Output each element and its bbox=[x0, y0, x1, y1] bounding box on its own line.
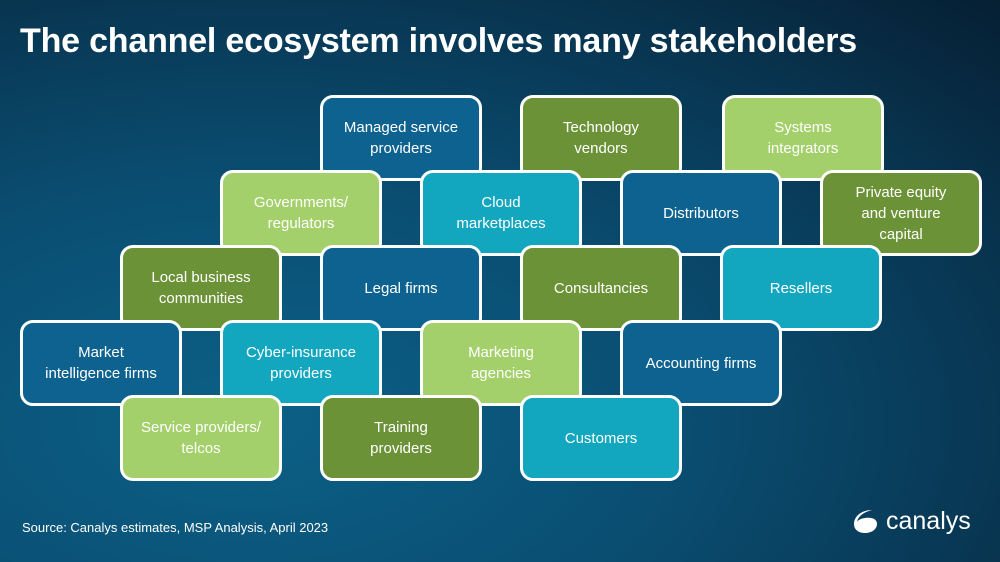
source-note: Source: Canalys estimates, MSP Analysis,… bbox=[22, 520, 329, 535]
stakeholder-box: Systems integrators bbox=[722, 95, 884, 181]
stakeholder-box: Private equity and venture capital bbox=[820, 170, 982, 256]
stakeholder-box: Technology vendors bbox=[520, 95, 682, 181]
stakeholder-box: Cloud marketplaces bbox=[420, 170, 582, 256]
stakeholder-box: Governments/ regulators bbox=[220, 170, 382, 256]
slide-title: The channel ecosystem involves many stak… bbox=[20, 22, 857, 60]
stakeholder-box: Accounting firms bbox=[620, 320, 782, 406]
stakeholder-box: Distributors bbox=[620, 170, 782, 256]
stakeholder-box: Consultancies bbox=[520, 245, 682, 331]
stakeholder-box: Market intelligence firms bbox=[20, 320, 182, 406]
canalys-logo: canalys bbox=[850, 506, 971, 536]
stakeholder-box: Marketing agencies bbox=[420, 320, 582, 406]
stakeholder-box: Service providers/ telcos bbox=[120, 395, 282, 481]
stakeholder-box: Local business communities bbox=[120, 245, 282, 331]
stakeholder-box: Cyber-insurance providers bbox=[220, 320, 382, 406]
stakeholder-box: Training providers bbox=[320, 395, 482, 481]
logo-text: canalys bbox=[886, 506, 971, 535]
stakeholder-box: Legal firms bbox=[320, 245, 482, 331]
canalys-logo-icon bbox=[854, 510, 877, 533]
stakeholder-box: Resellers bbox=[720, 245, 882, 331]
stakeholder-box: Managed service providers bbox=[320, 95, 482, 181]
stakeholder-box: Customers bbox=[520, 395, 682, 481]
